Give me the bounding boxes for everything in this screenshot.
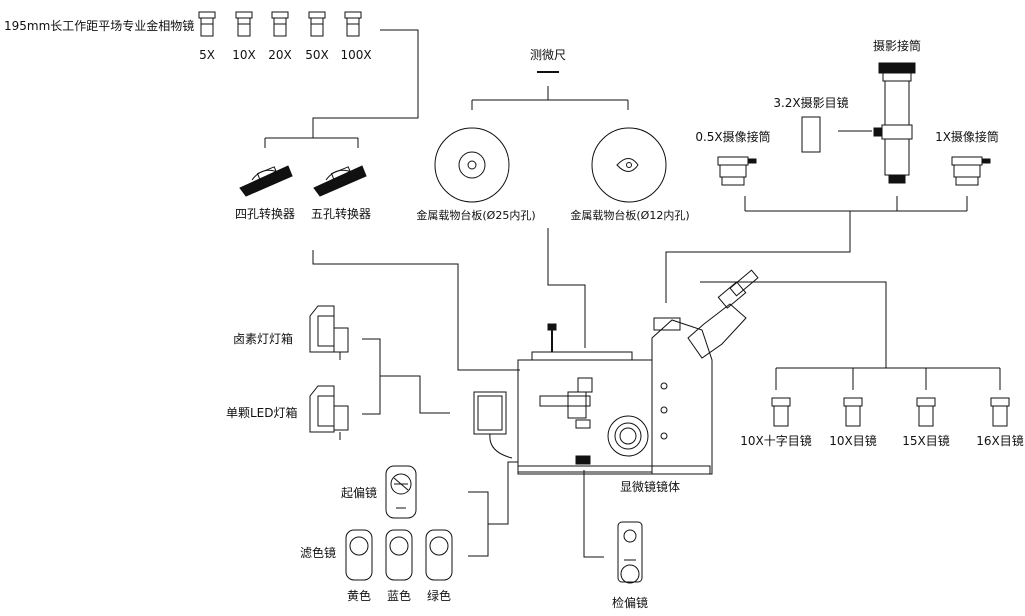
adapter-1x-icon (951, 156, 991, 186)
connector-analyzer (583, 470, 604, 558)
polarizer-icon (385, 465, 417, 519)
objective-label-5x: 5X (199, 48, 215, 62)
halogen-lamp-label: 卤素灯灯箱 (233, 332, 294, 346)
objective-100x-icon (344, 11, 362, 37)
led-lamp-icon (309, 385, 349, 440)
filters-label: 滤色镜 (300, 546, 337, 560)
eyepiece-label-15x: 15X目镜 (902, 434, 950, 448)
stage-plate-25-icon (434, 127, 510, 203)
objective-label-50x: 50X (305, 48, 329, 62)
filter-yellow-icon (345, 529, 373, 581)
stage-plate-label-25: 金属载物台板(Ø25内孔) (416, 209, 536, 222)
eyepiece-10x-icon (843, 397, 863, 427)
connector-filters (488, 461, 518, 525)
eyepiece-15x-icon (916, 397, 936, 427)
eyepiece-label-10x-cross: 10X十字目镜 (740, 434, 812, 448)
stage-plate-label-12: 金属载物台板(Ø12内孔) (570, 209, 690, 222)
adapter-1x-label: 1X摄像接筒 (935, 130, 999, 144)
polarizer-label: 起偏镜 (341, 486, 378, 500)
led-lamp-label: 单颗LED灯箱 (226, 406, 298, 420)
photo-tube-label: 摄影接筒 (872, 39, 922, 53)
analyzer-label: 检偏镜 (611, 596, 649, 610)
eyepiece-16x-icon (990, 397, 1010, 427)
objective-label-10x: 10X (232, 48, 256, 62)
halogen-lamp-icon (309, 305, 349, 360)
filter-label-green: 绿色 (426, 589, 452, 603)
objectives-title: 195mm长工作距平场专业金相物镜 (4, 19, 195, 33)
filter-label-yellow: 黄色 (346, 589, 372, 603)
nosepiece-label-5: 五孔转换器 (310, 207, 372, 221)
filter-label-blue: 蓝色 (386, 589, 412, 603)
objective-10x-icon (235, 11, 253, 37)
adapter-05x-label: 0.5X摄像接筒 (695, 130, 771, 144)
body-label: 显微镜镜体 (619, 480, 681, 494)
adapter-05x-icon (717, 156, 757, 186)
micrometer-label: 测微尺 (529, 48, 567, 62)
connector-stage (547, 228, 586, 348)
objective-5x-icon (198, 11, 216, 37)
stage-plate-12-icon (591, 127, 667, 203)
photo-eyepiece-label: 3.2X摄影目镜 (773, 96, 849, 110)
objective-label-100x: 100X (340, 48, 372, 62)
connector-lamps (380, 375, 450, 414)
eyepiece-label-16x: 16X目镜 (976, 434, 1024, 448)
microscope-body-icon (473, 269, 759, 475)
eyepiece-label-10x: 10X目镜 (829, 434, 877, 448)
analyzer-icon (617, 521, 643, 584)
photo-eyepiece-icon (801, 116, 821, 153)
four-hole-nosepiece-icon (239, 165, 293, 197)
filter-blue-icon (385, 529, 413, 581)
connector-eyepieces (700, 281, 887, 368)
photo-tube-icon (873, 62, 916, 184)
connector-objectives (312, 29, 419, 138)
nosepiece-label-4: 四孔转换器 (234, 207, 296, 221)
five-hole-nosepiece-icon (313, 165, 367, 197)
connector-camera (665, 211, 851, 303)
objective-50x-icon (308, 11, 326, 37)
connector-nosepieces (312, 250, 520, 371)
filter-green-icon (425, 529, 453, 581)
objective-label-20x: 20X (268, 48, 292, 62)
objective-20x-icon (271, 11, 289, 37)
eyepiece-10x-cross-icon (771, 397, 791, 427)
